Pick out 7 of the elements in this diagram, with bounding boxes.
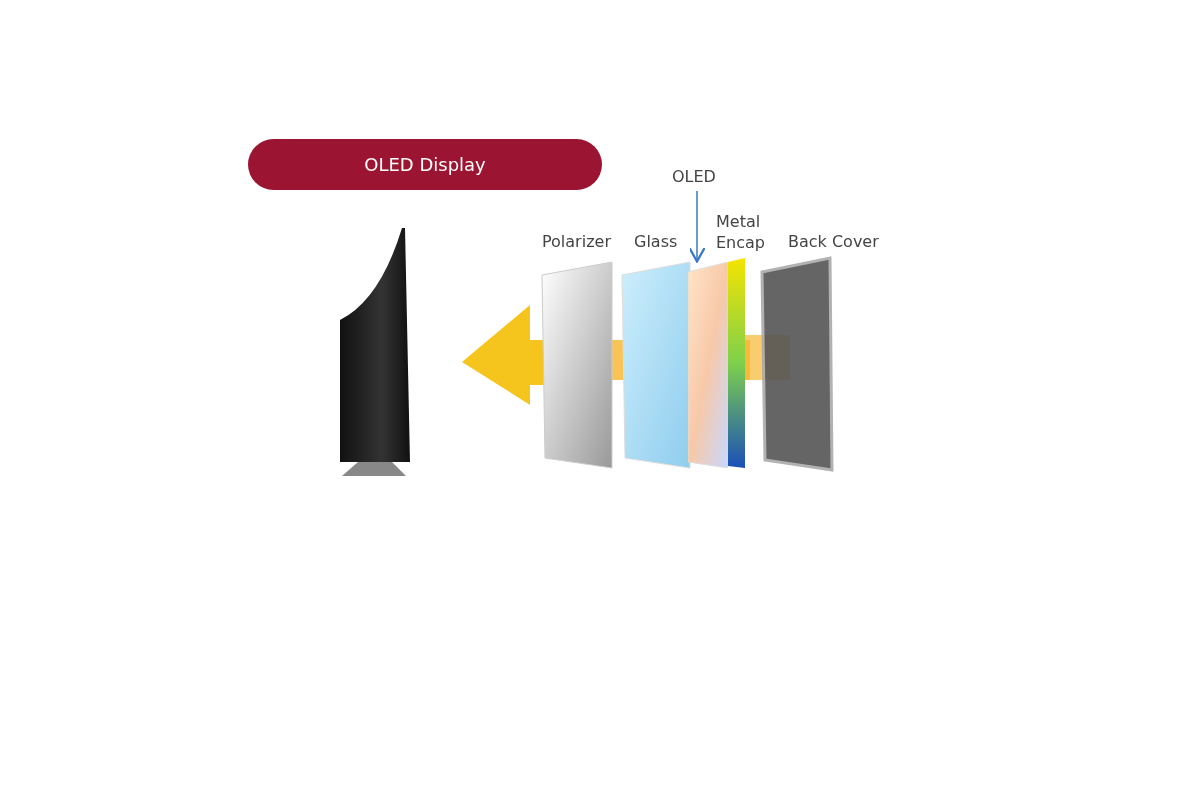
title-pill: OLED Display <box>248 139 602 190</box>
arrow <box>688 190 706 263</box>
layer-label: Back Cover <box>788 232 880 253</box>
layer-label: Metal Encap <box>716 212 766 254</box>
layer-label: OLED <box>672 167 716 186</box>
layer-label: Glass <box>634 232 679 253</box>
layer-label: Polarizer <box>542 232 612 253</box>
